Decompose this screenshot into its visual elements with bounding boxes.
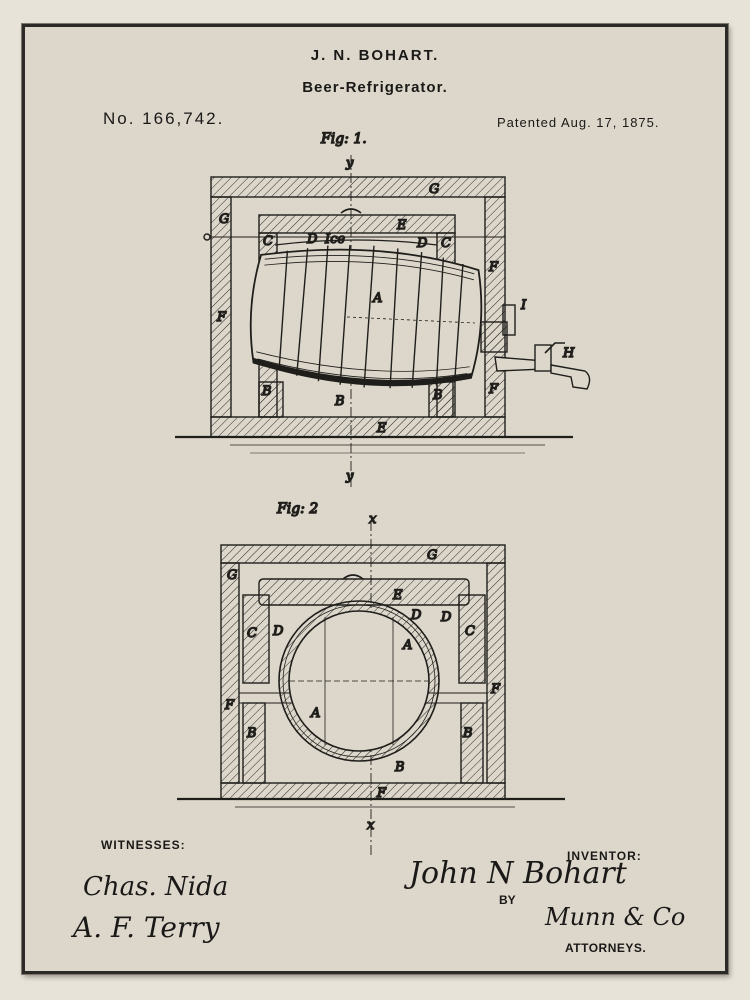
fig1-label-C: C	[263, 234, 273, 249]
fig2-lid-G	[220, 544, 506, 564]
attorney-signature: Munn & Co	[544, 903, 685, 931]
fig1-label-F: F	[488, 260, 499, 275]
fig1-label-ice: Ice	[324, 232, 345, 247]
fig1-label-D: D	[306, 232, 318, 247]
inventor-heading: J. N. BOHART.	[310, 47, 440, 64]
fig1-barrel-A	[249, 245, 483, 389]
fig2-x-bottom: x	[367, 818, 375, 833]
inventor-label: INVENTOR:	[567, 849, 642, 863]
witness-1-signature: Chas. Nida	[83, 872, 228, 902]
fig2-label-G: G	[227, 568, 237, 583]
figure-1: Fig: 1. y y	[175, 130, 591, 487]
by-label: BY	[499, 893, 516, 907]
inventor-signature: John N Bohart	[403, 856, 628, 891]
patent-sheet: J. N. BOHART. Beer-Refrigerator. No. 166…	[22, 24, 728, 974]
fig1-label-E: E	[396, 218, 407, 233]
fig1-label-I: I	[520, 298, 527, 313]
fig2-label-B: B	[246, 726, 257, 741]
fig1-label-F: F	[216, 310, 227, 325]
invention-title: Beer-Refrigerator.	[302, 79, 448, 96]
fig2-wall-right-F	[486, 562, 506, 784]
fig1-label-B: B	[261, 384, 272, 399]
patent-date: Patented Aug. 17, 1875.	[497, 115, 660, 130]
fig2-label-B: B	[394, 760, 405, 775]
fig2-label-F: F	[376, 786, 387, 801]
fig1-label-G: G	[219, 212, 229, 227]
fig1-label-H: H	[562, 346, 575, 361]
fig2-label-G: G	[427, 548, 437, 563]
fig1-label-G: G	[429, 182, 439, 197]
patent-number: No. 166,742.	[103, 109, 225, 128]
fig1-floor-E	[210, 416, 506, 438]
fig1-inner-lid-E	[258, 214, 456, 234]
witness-2-signature: A. F. Terry	[70, 911, 221, 944]
fig1-y-top: y	[345, 156, 354, 171]
fig2-label: Fig: 2	[276, 501, 318, 517]
fig1-label-D: D	[416, 236, 428, 251]
fig2-floor-F	[220, 782, 506, 800]
fig2-label-C: C	[465, 624, 475, 639]
fig2-label-A: A	[402, 638, 412, 653]
fig1-label-A: A	[372, 291, 382, 306]
fig2-label-A: A	[310, 706, 320, 721]
fig1-label: Fig: 1.	[320, 131, 367, 147]
fig2-label-D: D	[410, 608, 422, 623]
fig2-label-B: B	[462, 726, 473, 741]
patent-drawing: Fig: 1. y y	[70, 130, 685, 944]
fig2-wall-left-F	[220, 562, 240, 784]
fig1-lid-G	[210, 176, 506, 198]
fig2-label-D: D	[272, 624, 284, 639]
attorneys-label: ATTORNEYS.	[565, 941, 647, 955]
fig2-x-top: x	[369, 512, 377, 527]
fig1-label-B: B	[334, 394, 345, 409]
fig2-label-F: F	[490, 682, 501, 697]
fig1-label-F: F	[488, 382, 499, 397]
fig1-label-C: C	[441, 236, 451, 251]
fig2-label-C: C	[247, 626, 257, 641]
fig1-label-E: E	[376, 421, 387, 436]
signatures: Chas. Nida A. F. Terry John N Bohart Mun…	[70, 856, 685, 944]
witnesses-label: WITNESSES:	[101, 838, 186, 852]
figure-2: Fig: 2 x x	[177, 500, 565, 857]
fig2-label-F: F	[224, 698, 235, 713]
fig2-label-D: D	[440, 610, 452, 625]
fig1-label-B: B	[432, 388, 443, 403]
fig1-y-bottom: y	[345, 469, 354, 484]
fig1-wall-left-F	[210, 196, 232, 418]
fig2-label-E: E	[392, 588, 403, 603]
